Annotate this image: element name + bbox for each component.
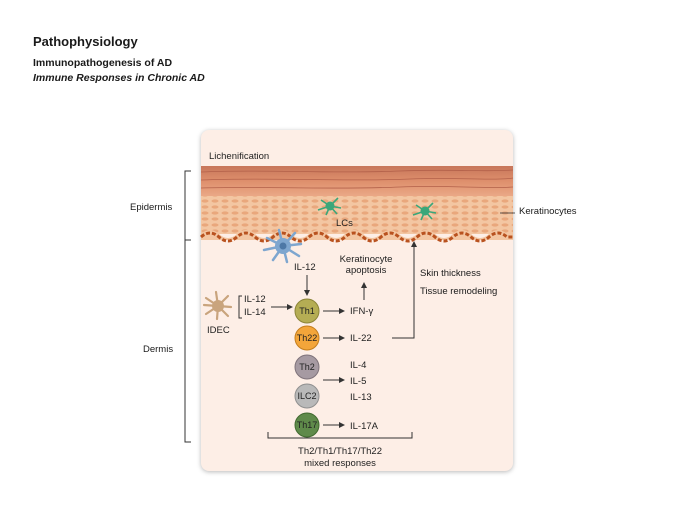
ilc2-cell-icon (294, 383, 320, 409)
il12-top-label: IL-12 (294, 262, 316, 273)
skin-thickness-label: Skin thickness (420, 268, 481, 279)
th22-cell-icon (294, 325, 320, 351)
apoptosis-line2: apoptosis (346, 265, 387, 276)
epidermis-label: Epidermis (130, 202, 173, 213)
il4-label: IL-4 (350, 360, 366, 371)
mixed-line2: mixed responses (304, 458, 376, 469)
page-title: Pathophysiology (33, 34, 138, 49)
th17-label: Th17 (297, 420, 318, 430)
tissue-remodeling-label: Tissue remodeling (420, 286, 498, 297)
arrow-il22-to-epidermis (392, 241, 417, 339)
il14-left-label: IL-14 (244, 307, 266, 318)
il17a-label: IL-17A (350, 421, 379, 432)
langerhans-cell-icon (412, 202, 437, 221)
th2-label: Th2 (299, 362, 315, 372)
th22-label: Th22 (297, 333, 318, 343)
dermis-label: Dermis (143, 344, 174, 355)
dendritic-cell-icon (262, 228, 303, 264)
idec-label: IDEC (207, 325, 230, 336)
il12-il14-bracket (238, 295, 242, 319)
epidermis-layers (200, 166, 514, 243)
mixed-responses-bracket (267, 432, 413, 439)
langerhans-cell-icon (317, 197, 342, 216)
th2-cell-icon (294, 354, 320, 380)
keratinocytes-label: Keratinocytes (519, 206, 577, 217)
lcs-label: LCs (336, 218, 353, 229)
epidermis-bracket (184, 170, 191, 241)
il5-label: IL-5 (350, 376, 366, 387)
il12-left-label: IL-12 (244, 294, 266, 305)
page-subtitle-italic: Immune Responses in Chronic AD (33, 72, 205, 84)
ifng-label: IFN-γ (350, 306, 373, 317)
th17-cell-icon (294, 412, 320, 438)
apoptosis-line1: Keratinocyte (340, 254, 393, 265)
ilc2-label: ILC2 (297, 391, 316, 401)
page-subtitle: Immunopathogenesis of AD (33, 57, 173, 69)
il22-label: IL-22 (350, 333, 372, 344)
th1-label: Th1 (299, 306, 315, 316)
mixed-line1: Th2/Th1/Th17/Th22 (298, 446, 382, 457)
il13-label: IL-13 (350, 392, 372, 403)
lichenification-label: Lichenification (209, 151, 269, 162)
th1-cell-icon (294, 298, 320, 324)
dermis-bracket (184, 239, 191, 443)
idec-cell-icon (202, 290, 233, 321)
